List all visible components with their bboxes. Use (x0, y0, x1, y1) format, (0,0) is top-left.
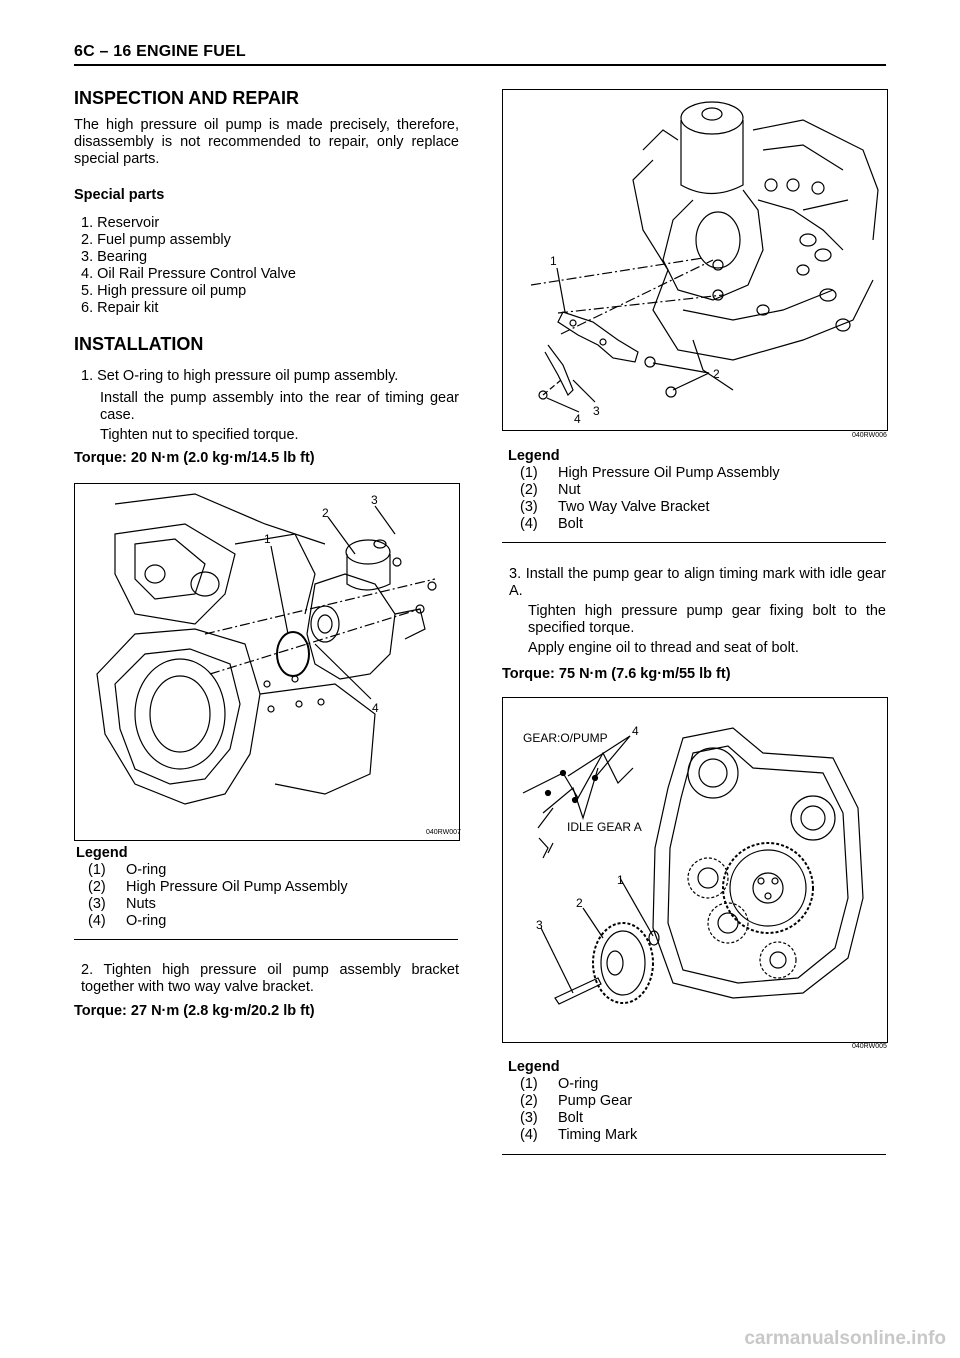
bracket-install-illustration: 1 2 3 4 (530, 101, 879, 426)
legend-row: (2)High Pressure Oil Pump Assembly (88, 879, 348, 895)
list-item: 4. Oil Rail Pressure Control Valve (81, 266, 296, 282)
list-item: 6. Repair kit (81, 300, 159, 316)
legend-rule (502, 542, 886, 543)
figure-code: 040RW005 (852, 1043, 887, 1050)
special-parts-list: 1. Reservoir 2. Fuel pump assembly 3. Be… (81, 215, 296, 317)
callout-1: 1 (550, 254, 557, 268)
legend-row: (1)O-ring (88, 862, 167, 878)
legend-row: (3)Bolt (520, 1110, 583, 1126)
legend-title: Legend (508, 1059, 560, 1075)
step-3: 3. Install the pump gear to align timing… (509, 566, 886, 599)
figure-bracket-install: 1 2 3 4 (502, 89, 888, 431)
figure-code: 040RW006 (852, 432, 887, 439)
figure-pump-install: 1 2 3 4 (74, 483, 460, 841)
idle-gear-label: IDLE GEAR A (567, 820, 642, 834)
callout-1: 1 (617, 873, 624, 887)
list-item: 5. High pressure oil pump (81, 283, 247, 299)
legend-row: (2)Nut (520, 482, 581, 498)
legend-row: (3)Nuts (88, 896, 156, 912)
legend-title: Legend (508, 448, 560, 464)
step-1-sub-1: Install the pump assembly into the rear … (100, 390, 459, 423)
callout-4: 4 (372, 701, 379, 715)
callout-2: 2 (576, 896, 583, 910)
legend-row: (3)Two Way Valve Bracket (520, 499, 710, 515)
figure-gear-install: GEAR:O/PUMP 4 IDLE GEAR A 1 2 3 (502, 697, 888, 1043)
step-3-sub-1: Tighten high pressure pump gear fixing b… (528, 603, 886, 636)
page-header: 6C – 16 ENGINE FUEL (74, 43, 246, 60)
inspection-paragraph: The high pressure oil pump is made preci… (74, 117, 459, 167)
legend-row: (1)O-ring (520, 1076, 599, 1092)
legend-fig2: Legend (1)High Pressure Oil Pump Assembl… (508, 448, 780, 533)
callout-2: 2 (713, 367, 720, 381)
gear-label: GEAR:O/PUMP (523, 731, 608, 745)
list-item: 2. Fuel pump assembly (81, 232, 231, 248)
callout-2: 2 (322, 506, 329, 520)
callout-4: 4 (632, 724, 639, 738)
callout-3: 3 (371, 493, 378, 507)
legend-fig1: Legend (1)O-ring (2)High Pressure Oil Pu… (76, 845, 348, 930)
installation-heading: INSTALLATION (74, 334, 204, 354)
list-item: 1. Reservoir (81, 215, 160, 231)
torque-1: Torque: 20 N·m (2.0 kg·m/14.5 lb ft) (74, 450, 315, 466)
callout-3: 3 (593, 404, 600, 418)
step-2: 2. Tighten high pressure oil pump assemb… (81, 962, 459, 995)
callout-3: 3 (536, 918, 543, 932)
callout-4: 4 (574, 412, 581, 426)
legend-fig3: Legend (1)O-ring (2)Pump Gear (3)Bolt (4… (508, 1059, 637, 1144)
legend-title: Legend (76, 845, 128, 861)
step-3-sub-2: Apply engine oil to thread and seat of b… (528, 640, 799, 656)
torque-2: Torque: 27 N·m (2.8 kg·m/20.2 lb ft) (74, 1003, 315, 1019)
step-1: 1. Set O-ring to high pressure oil pump … (81, 368, 399, 384)
watermark-text: carmanualsonline.info (744, 1328, 946, 1349)
inspection-heading: INSPECTION AND REPAIR (74, 88, 300, 108)
special-parts-title: Special parts (74, 187, 165, 203)
header-rule (74, 64, 886, 66)
torque-3: Torque: 75 N·m (7.6 kg·m/55 lb ft) (502, 666, 731, 682)
legend-row: (4)O-ring (88, 913, 167, 929)
list-item: 3. Bearing (81, 249, 148, 265)
step-1-sub-2: Tighten nut to specified torque. (100, 427, 299, 443)
gear-install-illustration: GEAR:O/PUMP 4 IDLE GEAR A 1 2 3 (522, 724, 864, 1005)
legend-row: (1)High Pressure Oil Pump Assembly (520, 465, 780, 481)
legend-row: (2)Pump Gear (520, 1093, 633, 1109)
legend-rule (502, 1154, 886, 1155)
legend-row: (4)Timing Mark (520, 1127, 638, 1143)
callout-1: 1 (264, 532, 271, 546)
pump-install-illustration: 1 2 3 4 (96, 493, 437, 805)
legend-row: (4)Bolt (520, 516, 583, 532)
legend-rule (74, 939, 458, 940)
figure-code: 040RW007 (426, 829, 461, 836)
